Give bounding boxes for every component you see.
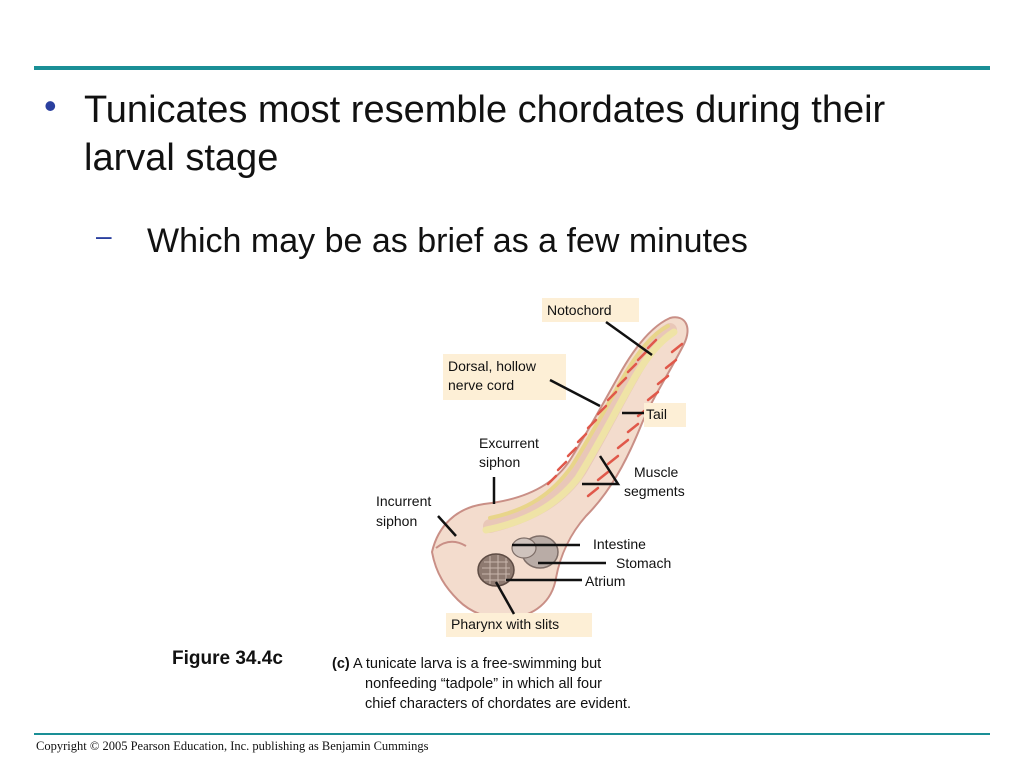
pharynx-slits bbox=[482, 555, 510, 585]
top-divider bbox=[34, 66, 990, 70]
bottom-divider bbox=[34, 733, 990, 735]
sub-bullet-marker: – bbox=[96, 220, 112, 251]
caption-text-1: A tunicate larva is a free-swimming but bbox=[352, 656, 602, 672]
caption-line-1: (c) A tunicate larva is a free-swimming … bbox=[332, 654, 712, 674]
tail-label-bg bbox=[644, 403, 686, 427]
notochord-structure bbox=[482, 328, 678, 534]
notochord-label: Notochord bbox=[547, 302, 612, 318]
figure-title: Figure 34.4c bbox=[172, 648, 283, 669]
bullet-marker: • bbox=[44, 85, 57, 126]
pharynx-label-bg bbox=[446, 613, 592, 637]
atrium-label: Atrium bbox=[585, 573, 625, 589]
intestine-structure bbox=[511, 537, 537, 559]
notochord-label-bg bbox=[542, 298, 639, 322]
leader-lines bbox=[437, 320, 653, 615]
excurrent-siphon-label-2: siphon bbox=[479, 454, 520, 470]
caption-lead: (c) bbox=[332, 656, 350, 672]
sub-bullet-text: Which may be as brief as a few minutes bbox=[147, 222, 748, 260]
muscle-segments-label-1: Muscle bbox=[634, 464, 679, 480]
pharynx-label: Pharynx with slits bbox=[451, 616, 559, 632]
tail-label: Tail bbox=[646, 406, 667, 422]
stomach-label: Stomach bbox=[616, 555, 671, 571]
copyright-footer: Copyright © 2005 Pearson Education, Inc.… bbox=[36, 739, 429, 753]
incurrent-siphon-label-1: Incurrent bbox=[376, 493, 431, 509]
dorsal-label-bg bbox=[443, 354, 566, 400]
figure-caption: (c) A tunicate larva is a free-swimming … bbox=[332, 654, 712, 714]
caption-line-2: nonfeeding “tadpole” in which all four bbox=[365, 676, 602, 692]
intestine-label: Intestine bbox=[593, 536, 646, 552]
excurrent-siphon-label-1: Excurrent bbox=[479, 435, 539, 451]
incurrent-siphon-structure bbox=[435, 540, 467, 549]
muscle-segment-marks bbox=[546, 338, 684, 498]
dorsal-nerve-cord-label-2: nerve cord bbox=[448, 377, 514, 393]
caption-line-3: chief characters of chordates are eviden… bbox=[365, 696, 631, 712]
main-bullet-text: Tunicates most resemble chordates during… bbox=[84, 89, 886, 179]
incurrent-siphon-label-2: siphon bbox=[376, 513, 417, 529]
dorsal-nerve-cord-label-1: Dorsal, hollow bbox=[448, 358, 537, 374]
muscle-segments-label-2: segments bbox=[624, 483, 685, 499]
